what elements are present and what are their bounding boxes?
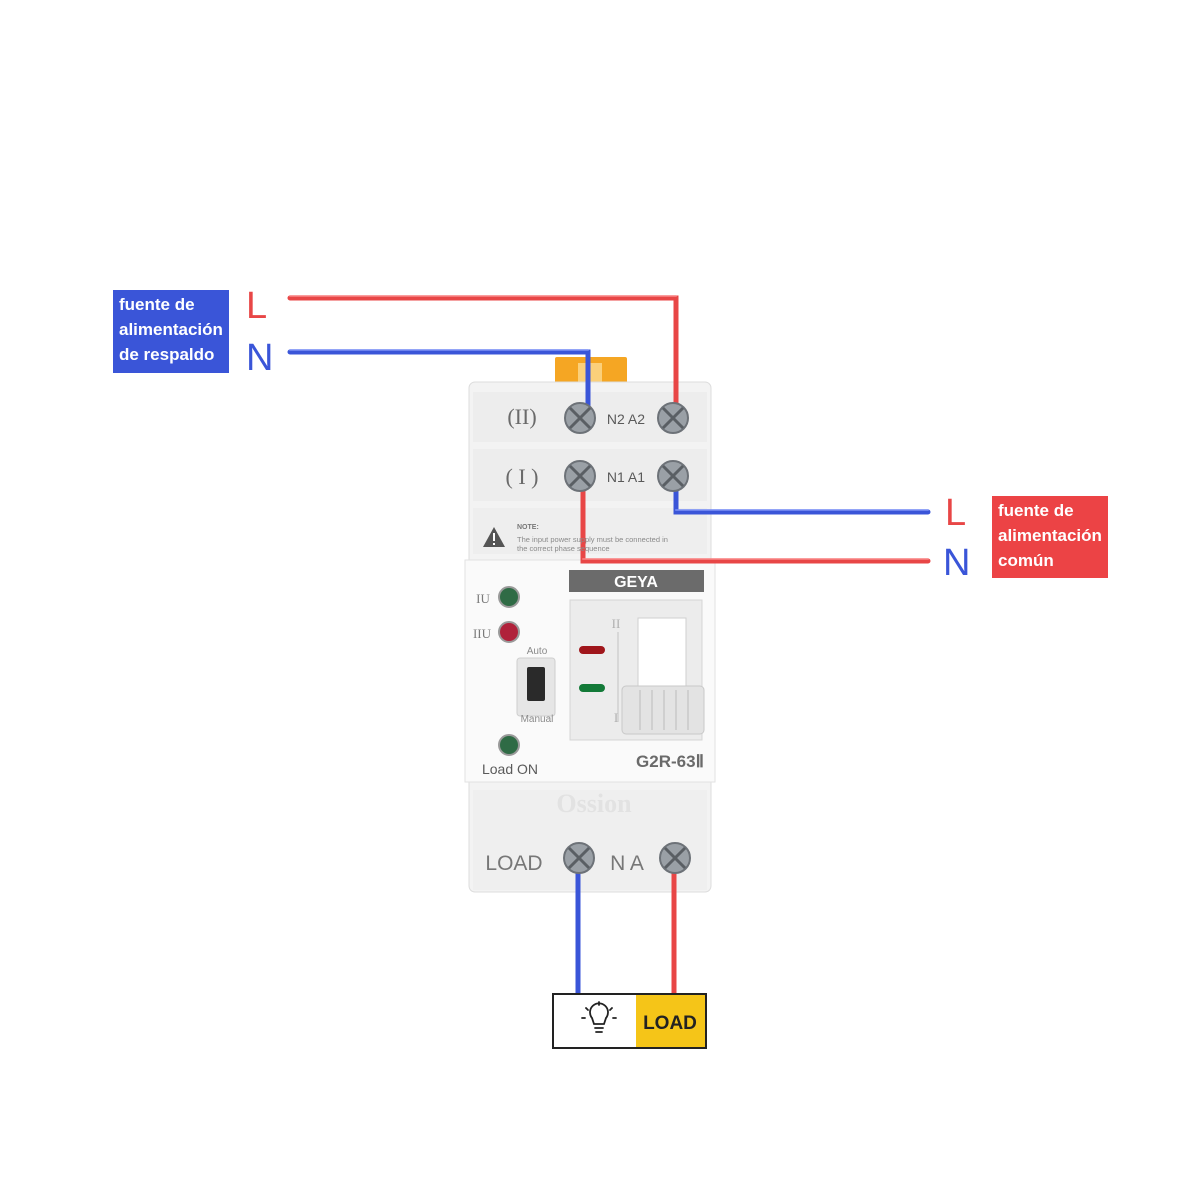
screw-a2 [657, 402, 689, 434]
load-on-label: Load ON [482, 761, 538, 777]
common-neutral-letter: N [943, 542, 971, 584]
common-neutral-wire [580, 475, 931, 564]
backup-neutral-letter: N [246, 337, 274, 379]
backup-neutral-wire [287, 349, 591, 421]
terminals-top-label: N2 A2 [607, 411, 645, 427]
source-1-label: ( I ) [506, 464, 539, 489]
common-supply-label: fuente de alimentación común [992, 496, 1108, 578]
screw-load-n [563, 842, 595, 874]
common-live-wire [673, 475, 931, 515]
handle-grip [639, 690, 689, 730]
common-supply-line-3: común [998, 551, 1054, 570]
screw-n2 [564, 402, 596, 434]
embossed-mark: Ossion [556, 789, 632, 818]
mode-manual-label: Manual [521, 714, 554, 725]
note-line-1: The input power supply must be connected… [517, 535, 668, 544]
screw-a1 [657, 460, 689, 492]
load-terminal-label: LOAD [485, 852, 542, 875]
source-2-label: (II) [507, 404, 536, 429]
common-live-letter: L [945, 492, 967, 534]
iiu-label: IIU [473, 626, 492, 641]
led-iiu [498, 621, 520, 643]
indicator-green [579, 684, 605, 692]
load-terminals-label: N A [610, 852, 644, 875]
brand-logo: GEYA [614, 574, 658, 591]
switch-pos-top: II [612, 616, 621, 631]
backup-live-wire [287, 295, 679, 421]
note-title: NOTE: [517, 524, 539, 531]
lightbulb-icon [581, 1001, 617, 1033]
switch-pos-bottom: I [614, 710, 618, 725]
brand-banner [569, 570, 704, 592]
iu-label: IU [476, 591, 490, 606]
mode-switch [527, 667, 545, 701]
common-supply-line-2: alimentación [998, 526, 1102, 545]
backup-live-letter: L [246, 285, 268, 327]
load-box-label: LOAD [643, 1013, 697, 1034]
model-label: G2R-63Ⅱ [636, 752, 704, 771]
note-line-2: the correct phase sequence [517, 544, 610, 553]
load-box-yellow [636, 995, 705, 1047]
warning-icon-dot [493, 543, 495, 545]
bottom-area [473, 790, 707, 890]
terminals-mid-label: N1 A1 [607, 469, 645, 485]
backup-supply-line-3: de respaldo [119, 345, 215, 364]
handle-slot [637, 617, 687, 687]
common-supply-line-1: fuente de [998, 501, 1074, 520]
warning-icon-mark [493, 533, 495, 541]
backup-supply-label: fuente de alimentación de respaldo [113, 290, 229, 373]
mode-auto-label: Auto [527, 646, 548, 657]
backup-supply-line-1: fuente de [119, 295, 195, 314]
indicator-red [579, 646, 605, 654]
led-load-on [498, 734, 520, 756]
backup-supply-line-2: alimentación [119, 320, 223, 339]
screw-n1 [564, 460, 596, 492]
screw-load-a [659, 842, 691, 874]
led-iu [498, 586, 520, 608]
note-area [473, 508, 707, 554]
